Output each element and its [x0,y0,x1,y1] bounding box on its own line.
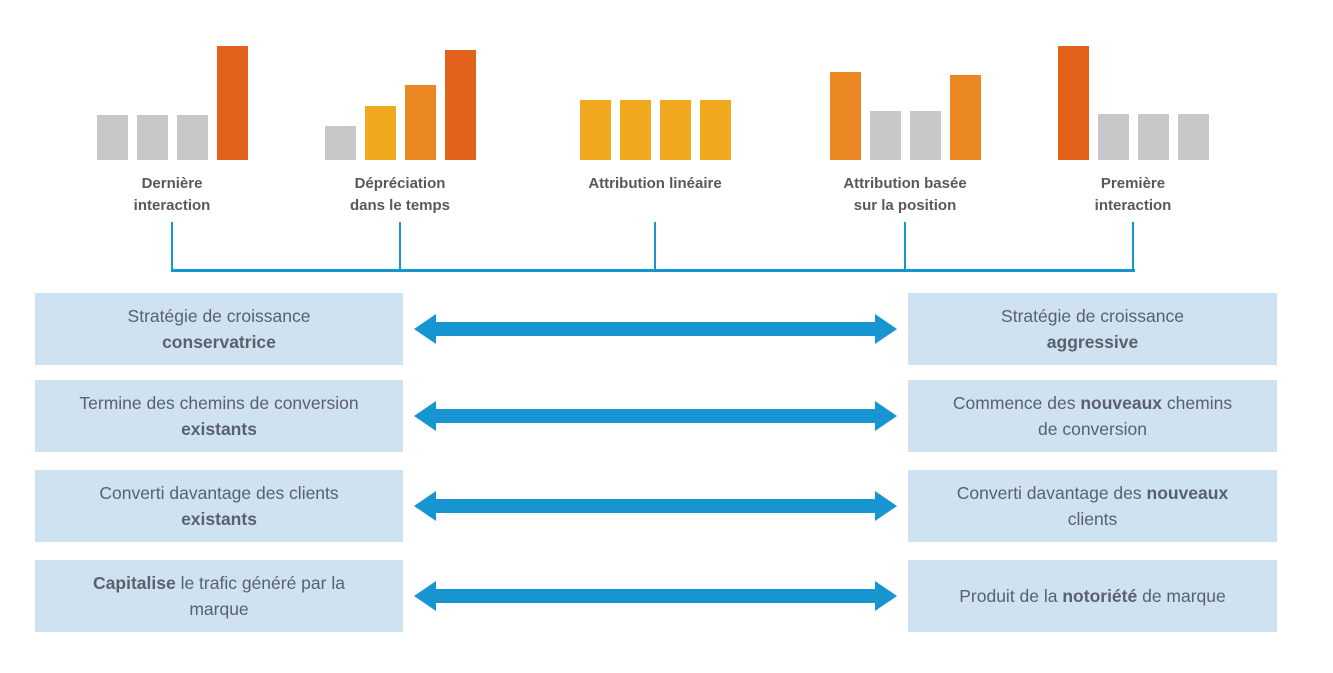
model-label: Dernière interaction [134,173,211,217]
bar [1177,114,1209,160]
bar [404,85,436,160]
connector-vertical-line [1132,222,1134,272]
bar [909,111,941,160]
text-segment: Stratégie de croissance [127,305,311,326]
arrow-shaft [434,499,877,513]
bar [176,115,208,160]
bar [659,100,691,160]
text-segment: clients [1067,509,1118,529]
comparison-text: Termine des chemins de conversion existan… [41,390,397,443]
bar [949,75,981,160]
bar [216,46,248,160]
connector-vertical-line [654,222,656,272]
connector-vertical-line [399,222,401,272]
text-segment: conservatrice [162,332,276,352]
model-label-line: interaction [1094,196,1172,214]
arrow-shaft [434,322,877,336]
comparison-text: Stratégie de croissance aggressive [914,303,1271,356]
model-label-line: Attribution linéaire [588,175,722,192]
text-segment: de conversion [1038,419,1147,439]
text-segment: Stratégie de croissance [1001,305,1184,326]
comparison-box-right: Commence des nouveaux chemins de conversi… [908,380,1277,452]
text-segment: Converti davantage des [956,482,1147,503]
double-arrow-icon [414,581,897,611]
model-label-line: Dépréciation [354,175,446,192]
attribution-model: Dernière interaction [52,40,292,217]
text-segment: aggressive [1046,332,1139,352]
comparison-text: Converti davantage des nouveaux clients [914,480,1271,533]
model-label: Attribution linéaire [588,173,721,195]
model-label-line: Attribution basée [843,175,967,192]
text-segment: existants [181,509,257,529]
bar [579,100,611,160]
double-arrow-icon [414,314,897,344]
connector-vertical-line [904,222,906,272]
text-segment: Commence des [952,392,1081,413]
model-label: Dépréciation dans le temps [350,173,450,217]
text-segment: Termine des chemins de conversion [79,392,359,413]
comparison-text: Commence des nouveaux chemins de conversi… [914,390,1271,443]
attribution-model: Première interaction [1013,40,1253,217]
comparison-text: Produit de la notoriété de marque [914,583,1271,609]
comparison-box-right: Stratégie de croissance aggressive [908,293,1277,365]
double-arrow-icon [414,491,897,521]
text-segment: nouveaux [1146,482,1229,503]
comparison-box-left: Stratégie de croissance conservatrice [35,293,403,365]
attribution-model: Dépréciation dans le temps [280,40,520,217]
text-segment: chemins [1162,392,1233,413]
bar [324,126,356,160]
model-label-line: dans le temps [349,196,451,214]
bar [829,72,861,160]
mini-bar-chart [324,40,476,160]
bar [136,115,168,160]
text-segment: de marque [1137,585,1226,606]
comparison-box-right: Converti davantage des nouveaux clients [908,470,1277,542]
attribution-model: Attribution basée sur la position [785,40,1025,217]
model-label-line: interaction [133,196,211,214]
arrow-shaft [434,589,877,603]
arrow-shaft [434,409,877,423]
connector-horizontal-line [172,269,1135,272]
connector-vertical-line [171,222,173,272]
bar [444,50,476,160]
bar [699,100,731,160]
bar [1057,46,1089,160]
model-label-line: Première [1100,175,1166,192]
bar [96,115,128,160]
double-arrow-icon [414,401,897,431]
comparison-box-left: Converti davantage des clients existants [35,470,403,542]
attribution-model: Attribution linéaire [535,40,775,195]
comparison-box-left: Termine des chemins de conversion existan… [35,380,403,452]
model-label-line: sur la position [853,196,957,214]
mini-bar-chart [1057,40,1209,160]
text-segment: nouveaux [1080,392,1163,413]
model-label: Première interaction [1095,173,1172,217]
comparison-box-left: Capitalise le trafic généré par la marque [35,560,403,632]
text-segment: Converti davantage des clients [99,482,339,503]
text-segment: notoriété [1062,585,1138,606]
bar [869,111,901,160]
text-segment: marque [189,599,249,619]
bar [364,106,396,160]
mini-bar-chart [96,40,248,160]
mini-bar-chart [829,40,981,160]
mini-bar-chart [579,40,731,160]
comparison-box-right: Produit de la notoriété de marque [908,560,1277,632]
model-label-line: Dernière [141,175,203,192]
model-label: Attribution basée sur la position [843,173,966,217]
comparison-text: Capitalise le trafic généré par la marque [41,570,397,623]
bar [1097,114,1129,160]
bar [1137,114,1169,160]
text-segment: existants [181,419,257,439]
text-segment: le trafic généré par la [175,572,345,593]
text-segment: Capitalise [93,572,176,593]
comparison-text: Converti davantage des clients existants [41,480,397,533]
comparison-text: Stratégie de croissance conservatrice [41,303,397,356]
bar [619,100,651,160]
text-segment: Produit de la [959,585,1063,606]
